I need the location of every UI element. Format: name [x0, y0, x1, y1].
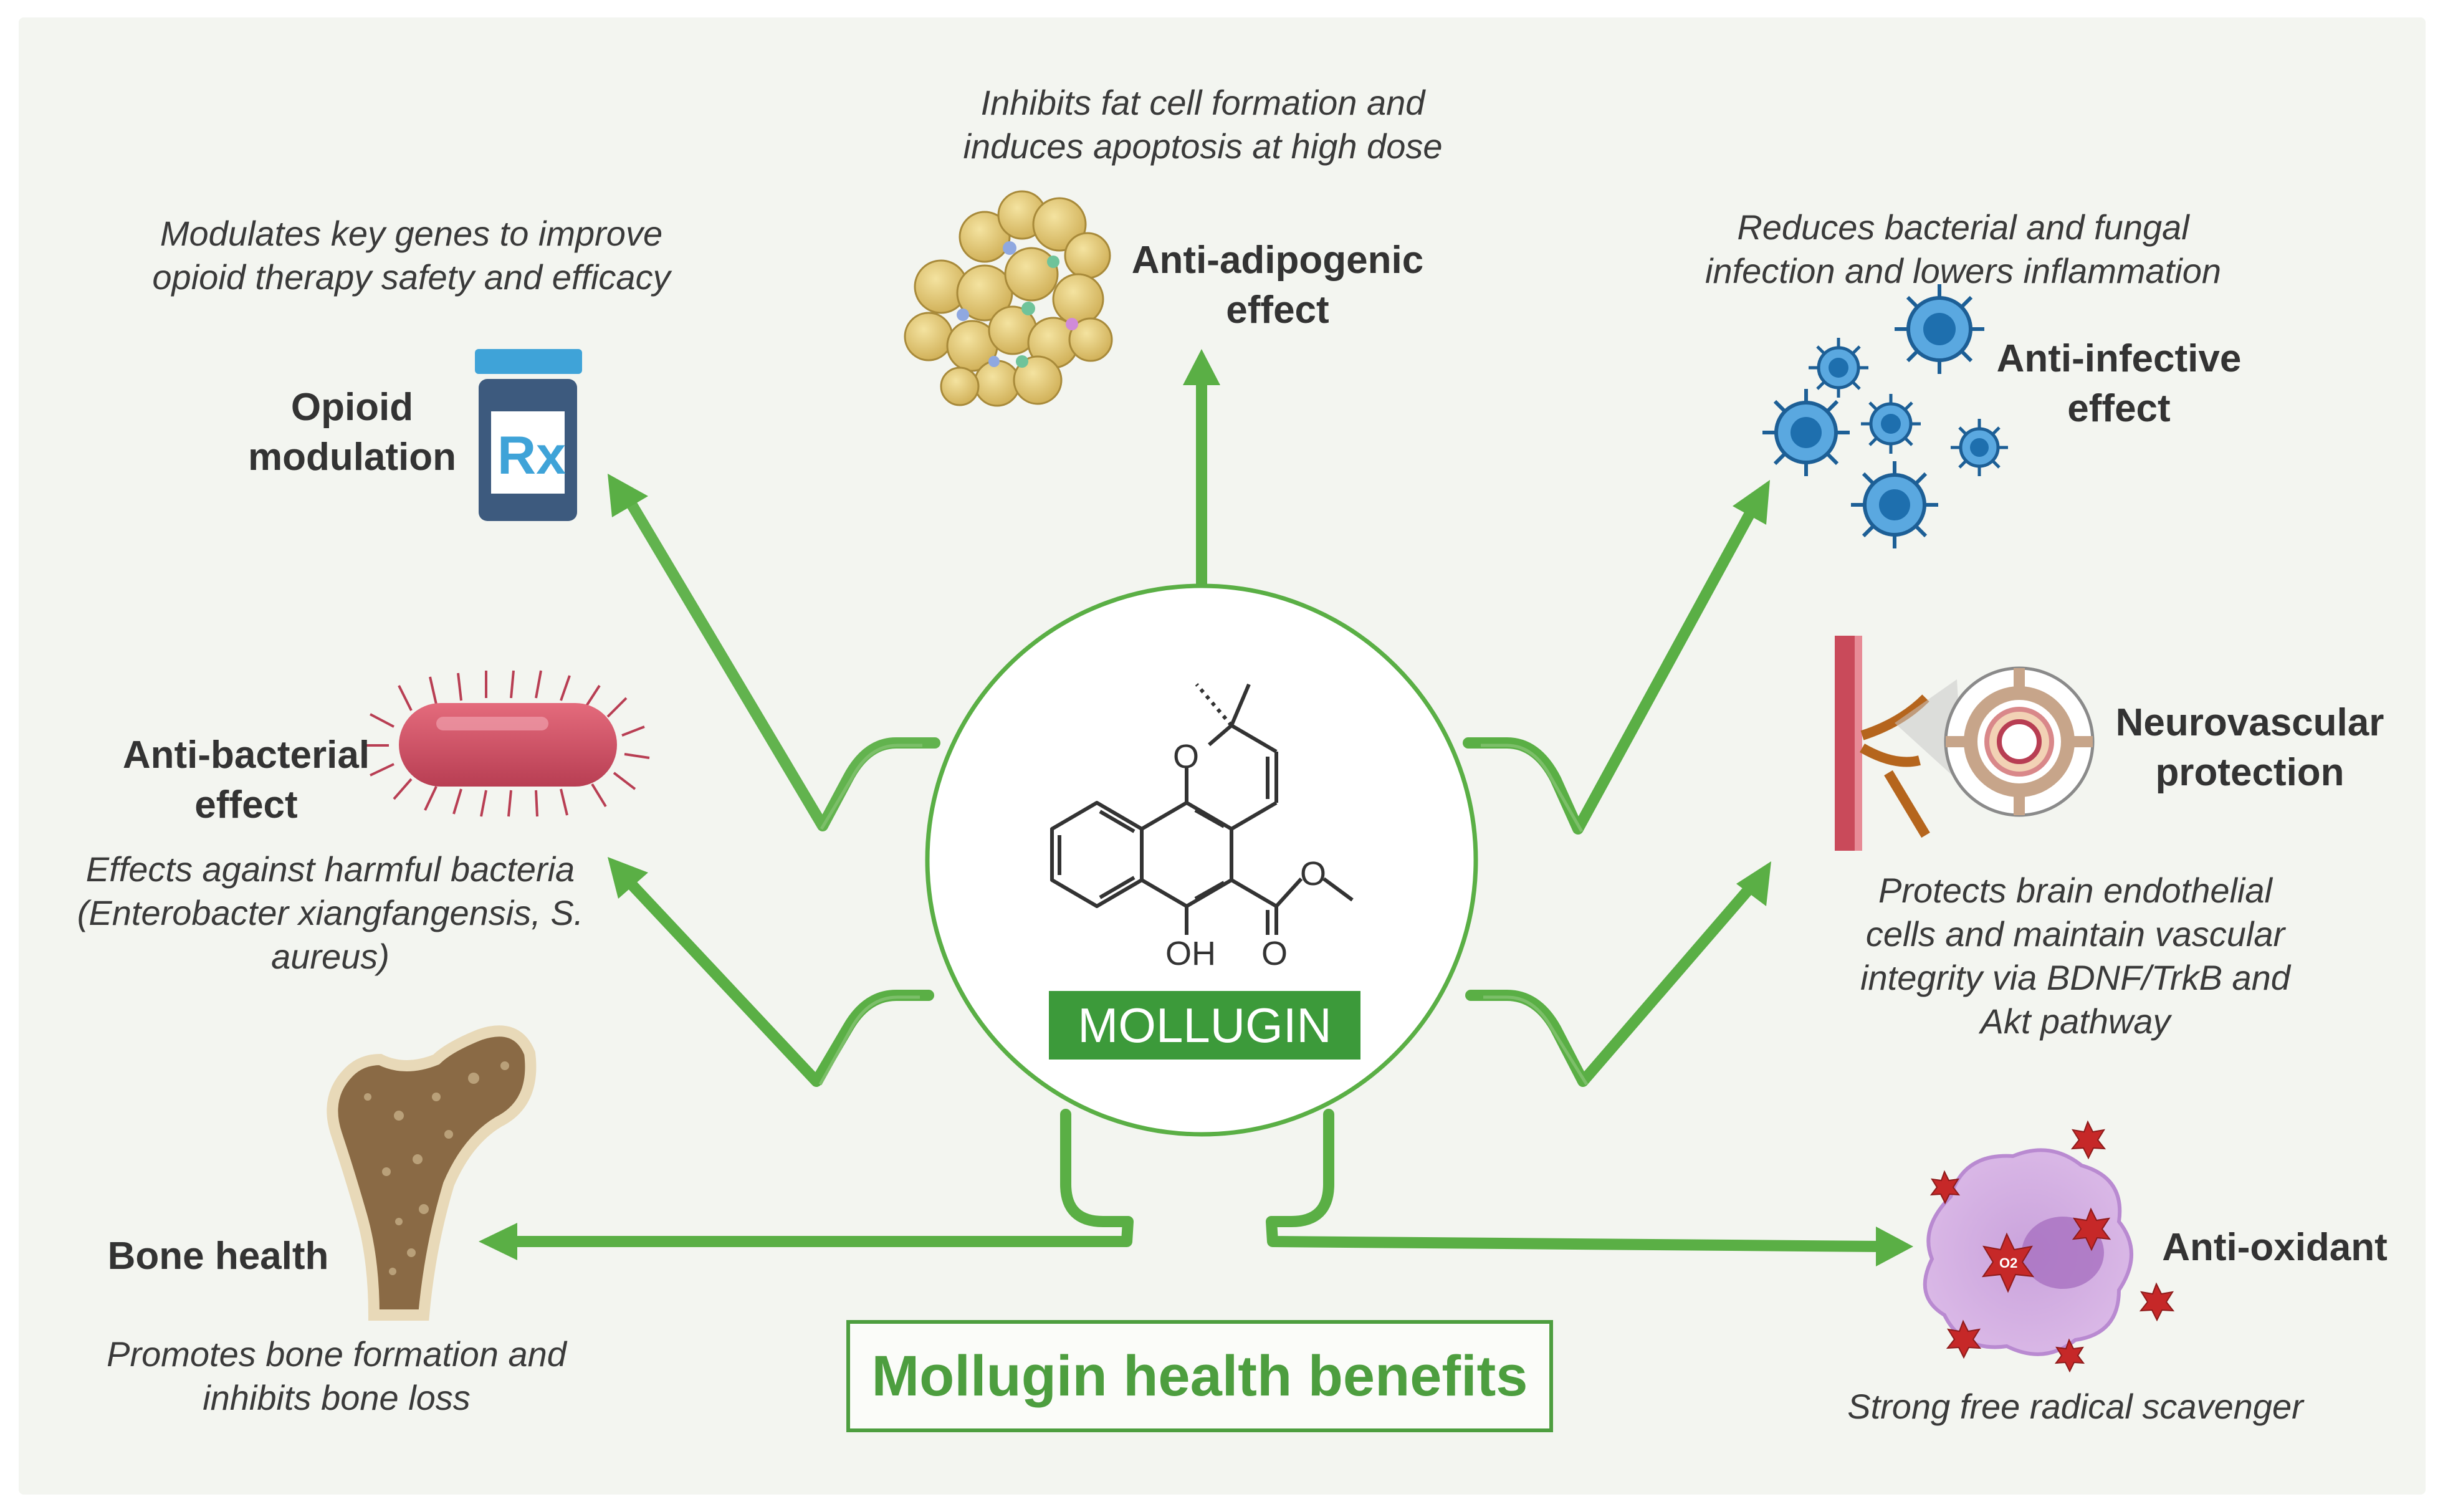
desc-line: Inhibits fat cell formation and — [980, 83, 1425, 122]
opioid-description: Modulates key genes to improve opioid th… — [100, 212, 723, 299]
title-line: Opioid — [290, 386, 414, 429]
desc-line: Protects brain endothelial — [1878, 871, 2272, 910]
neurovascular-description: Protects brain endothelial cells and mai… — [1795, 869, 2356, 1043]
arrowhead-anti-oxidant — [1876, 1227, 1913, 1266]
desc-line: Reduces bacterial and fungal — [1737, 208, 2189, 247]
diagram-title: Mollugin health benefits — [846, 1320, 1553, 1432]
compound-name-label: MOLLUGIN — [1049, 991, 1360, 1060]
atom-oh: OH — [1165, 935, 1216, 972]
desc-line: cells and maintain vascular — [1865, 914, 2285, 954]
anti-bacterial-description: Effects against harmful bacteria (Entero… — [50, 848, 611, 978]
arrowhead-neurovascular — [1736, 861, 1771, 906]
anti-oxidant-description: Strong free radical scavenger — [1847, 1387, 2303, 1426]
arrowhead-anti-bacterial — [608, 857, 648, 899]
title-line: protection — [2155, 751, 2345, 794]
desc-line: Modulates key genes to improve — [160, 214, 663, 253]
anti-infective-title: Anti-infective effect — [1982, 334, 2256, 434]
bone-description: Promotes bone formation and inhibits bon… — [62, 1333, 611, 1420]
bacteria-icon — [363, 670, 650, 817]
desc-line: inhibits bone loss — [203, 1378, 471, 1417]
arrowhead-up — [1183, 349, 1220, 385]
title-line: effect — [194, 783, 298, 826]
arrowhead-anti-infective — [1733, 480, 1770, 525]
arrow-neurovascular — [1465, 879, 1758, 1087]
arrow-opioid — [623, 493, 940, 831]
arrow-bone — [493, 1109, 1134, 1247]
anti-oxidant-title: Anti-oxidant — [2162, 1226, 2388, 1269]
desc-line: opioid therapy safety and efficacy — [152, 257, 671, 297]
arrow-anti-infective — [1463, 505, 1757, 835]
desc-line: Effects against harmful bacteria — [85, 849, 575, 889]
anti-bacterial-title: Anti-bacterial effect — [100, 730, 393, 830]
blood-vessel-icon — [1835, 636, 2095, 851]
structure-atoms: O O O OH — [1165, 738, 1326, 972]
title-line: Anti-adipogenic — [1131, 239, 1424, 282]
title-line: Anti-infective — [1996, 337, 2242, 380]
arrow-anti-bacterial — [621, 873, 934, 1087]
antioxidant-cell-icon: O2 — [1923, 1120, 2175, 1373]
arrow-anti-oxidant — [1266, 1109, 1888, 1252]
anti-adipogenic-title: Anti-adipogenic effect — [1109, 236, 1446, 335]
rx-bottle-icon: Rx — [475, 349, 582, 521]
bone-title: Bone health — [107, 1235, 329, 1278]
mollugin-structure — [1050, 683, 1354, 935]
title-line: Anti-bacterial — [122, 734, 370, 777]
atom-o-ester: O — [1300, 855, 1326, 892]
desc-line: (Enterobacter xiangfangensis, S. — [77, 893, 584, 932]
arrowhead-bone — [479, 1223, 517, 1260]
bone-icon — [327, 1025, 537, 1321]
arrowheads — [479, 349, 1913, 1266]
rx-label: Rx — [497, 426, 566, 486]
atom-o-carbonyl: O — [1261, 935, 1288, 972]
title-line: modulation — [247, 436, 457, 479]
desc-line: integrity via BDNF/TrkB and — [1860, 958, 2290, 997]
title-line: Neurovascular — [2115, 701, 2384, 744]
desc-line: Akt pathway — [1980, 1002, 2171, 1041]
virus-icon — [1762, 284, 2008, 548]
desc-line: induces apoptosis at high dose — [963, 127, 1443, 166]
neurovascular-title: Neurovascular protection — [2100, 698, 2399, 798]
atom-o-ring: O — [1173, 738, 1199, 775]
arrowhead-opioid — [608, 474, 648, 517]
anti-adipogenic-description: Inhibits fat cell formation and induces … — [829, 81, 1577, 168]
fat-cells-icon — [904, 190, 1113, 407]
radical-label: O2 — [1999, 1255, 2017, 1271]
connector-outlines — [818, 744, 1589, 1086]
title-line: effect — [1226, 289, 1329, 332]
connectors — [493, 368, 1888, 1252]
opioid-title: Opioid modulation — [224, 383, 480, 482]
title-line: effect — [2067, 387, 2171, 430]
desc-line: aureus) — [271, 937, 390, 976]
anti-infective-description: Reduces bacterial and fungal infection a… — [1633, 206, 2293, 293]
desc-line: Promotes bone formation and — [107, 1334, 567, 1374]
desc-line: infection and lowers inflammation — [1705, 251, 2221, 290]
